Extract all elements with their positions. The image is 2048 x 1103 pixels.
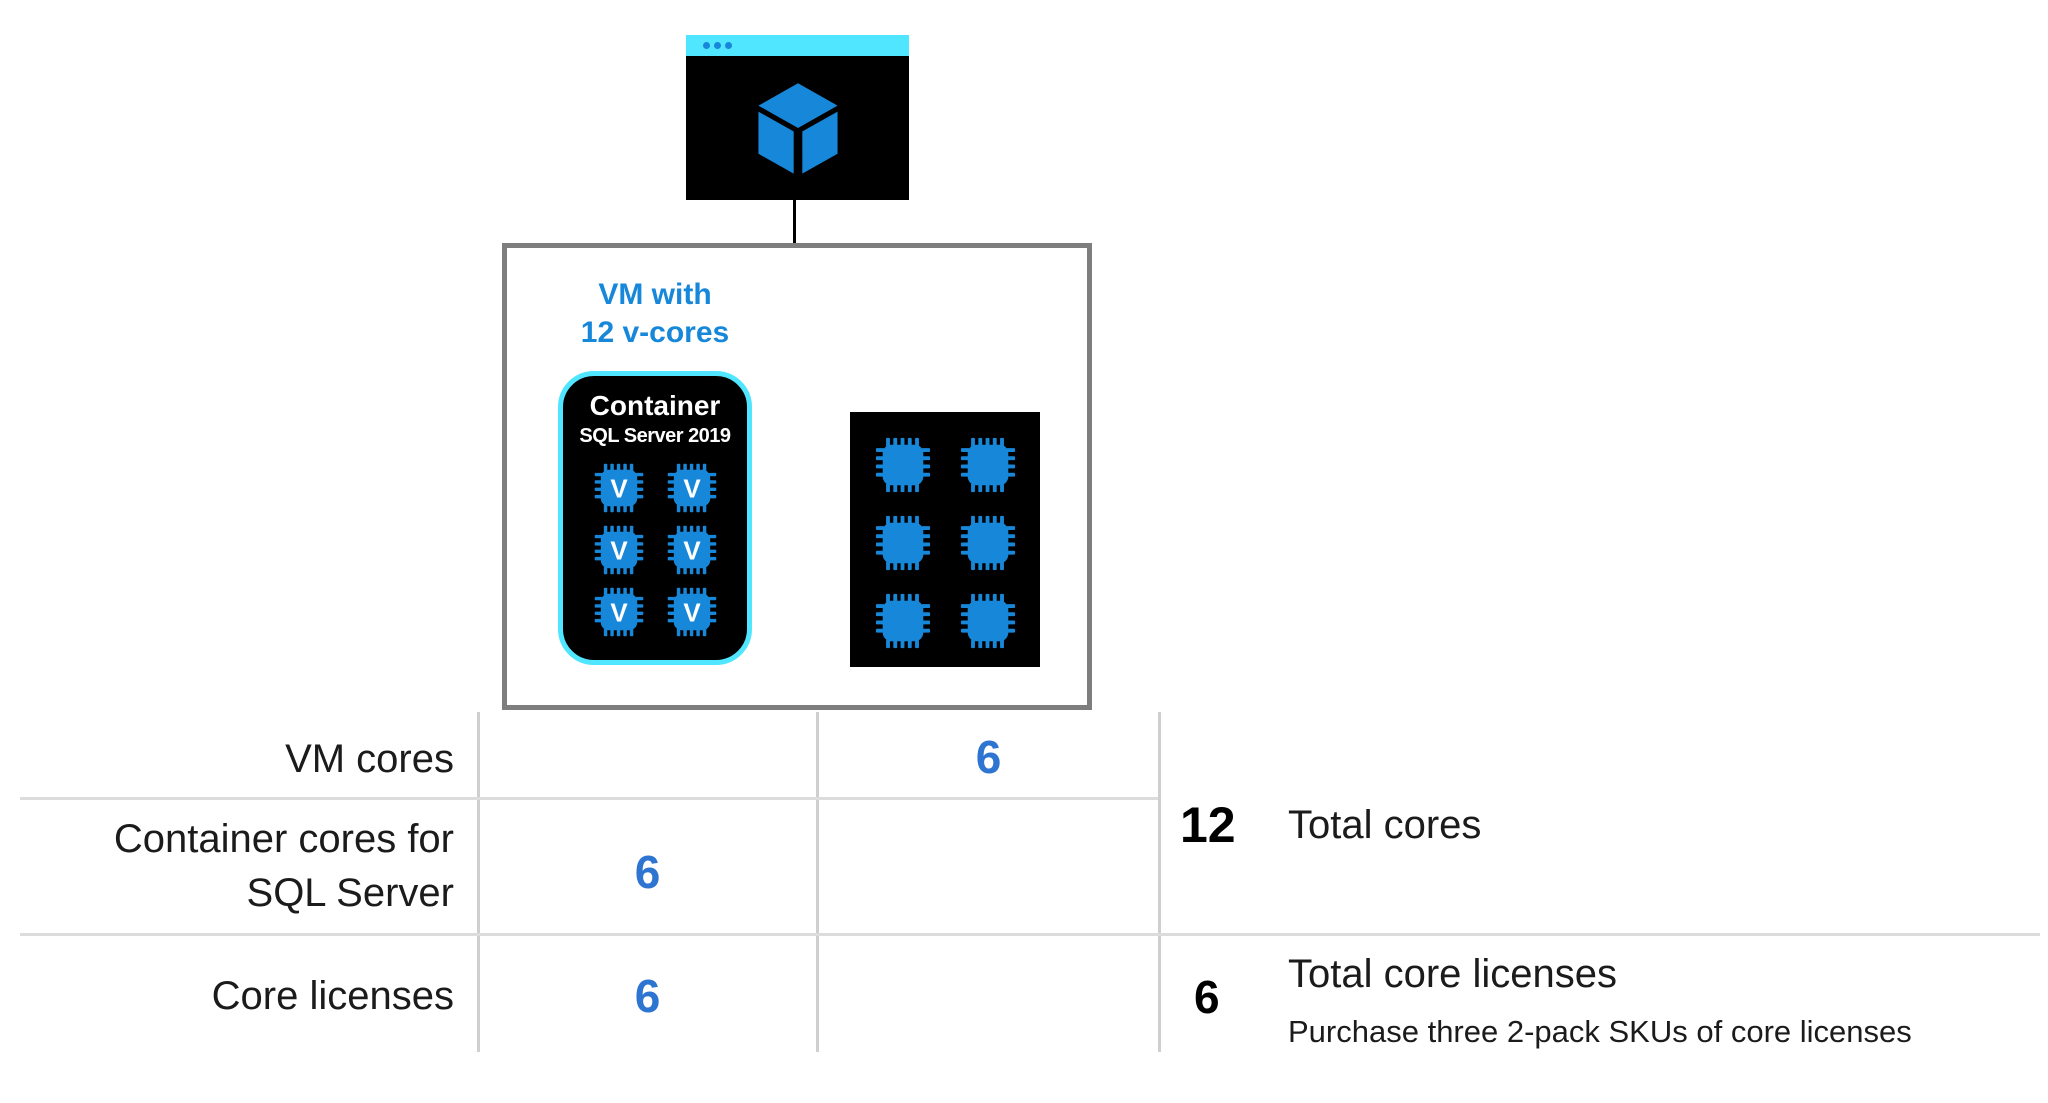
vm-label-line2: 12 v-cores [580, 316, 730, 349]
cpu-chip-icon [875, 593, 930, 649]
svg-text:V: V [683, 598, 701, 628]
total-licenses-note: Purchase three 2-pack SKUs of core licen… [1288, 1014, 1912, 1049]
cpu-chip-icon [875, 515, 930, 571]
window-dot-icon [714, 42, 721, 49]
svg-text:V: V [610, 474, 628, 504]
vm-cores-box [850, 412, 1040, 667]
svg-text:V: V [683, 474, 701, 504]
cpu-chip-icon [875, 437, 930, 493]
cell-container-cores-container-col: 6 [634, 846, 661, 898]
cube-icon [757, 83, 838, 174]
sql-container-box: Container SQL Server 2019 V V V V V V [558, 371, 752, 665]
svg-text:V: V [610, 598, 628, 628]
total-licenses-value: 6 [1194, 971, 1220, 1023]
window-titlebar [686, 35, 909, 56]
svg-text:V: V [683, 536, 701, 566]
window-dot-icon [725, 42, 732, 49]
cpu-chip-icon: V [667, 463, 716, 513]
svg-text:V: V [610, 536, 628, 566]
table-hline-2 [20, 933, 2040, 936]
cpu-chip-icon [960, 515, 1015, 571]
row-label-core-licenses: Core licenses [211, 974, 454, 1018]
table-vline-2 [816, 712, 819, 1052]
row-label-vm-cores: VM cores [285, 737, 454, 781]
cpu-chip-icon: V [667, 525, 716, 575]
table-hline-1 [20, 797, 1158, 800]
vm-label-line1: VM with [598, 278, 712, 311]
row-label-container-cores: Container cores for SQL Server [113, 817, 454, 915]
window-dot-icon [703, 42, 710, 49]
container-title: Container [589, 390, 721, 421]
host-window [686, 35, 909, 200]
container-vcore-grid: V V V V V V [563, 462, 747, 638]
cpu-chip-icon: V [594, 587, 643, 637]
table-vline-3 [1158, 712, 1161, 1052]
cpu-chip-icon: V [667, 587, 716, 637]
cpu-chip-icon: V [594, 463, 643, 513]
total-licenses-label: Total core licenses [1288, 952, 1618, 996]
table-vline-1 [477, 712, 480, 1052]
cpu-chip-icon: V [594, 525, 643, 575]
window-body [686, 56, 909, 200]
connector-line [793, 200, 796, 243]
cpu-chip-icon [960, 437, 1015, 493]
container-subtitle: SQL Server 2019 [579, 425, 731, 447]
vm-core-grid [850, 412, 1040, 650]
cell-vm-cores-vm-col: 6 [975, 731, 1002, 783]
cell-core-licenses-container-col: 6 [634, 970, 661, 1022]
total-cores-value: 12 [1180, 797, 1236, 853]
vm-label: VM with 12 v-cores [558, 276, 752, 352]
cpu-chip-icon [960, 593, 1015, 649]
total-cores-label: Total cores [1288, 803, 1482, 847]
